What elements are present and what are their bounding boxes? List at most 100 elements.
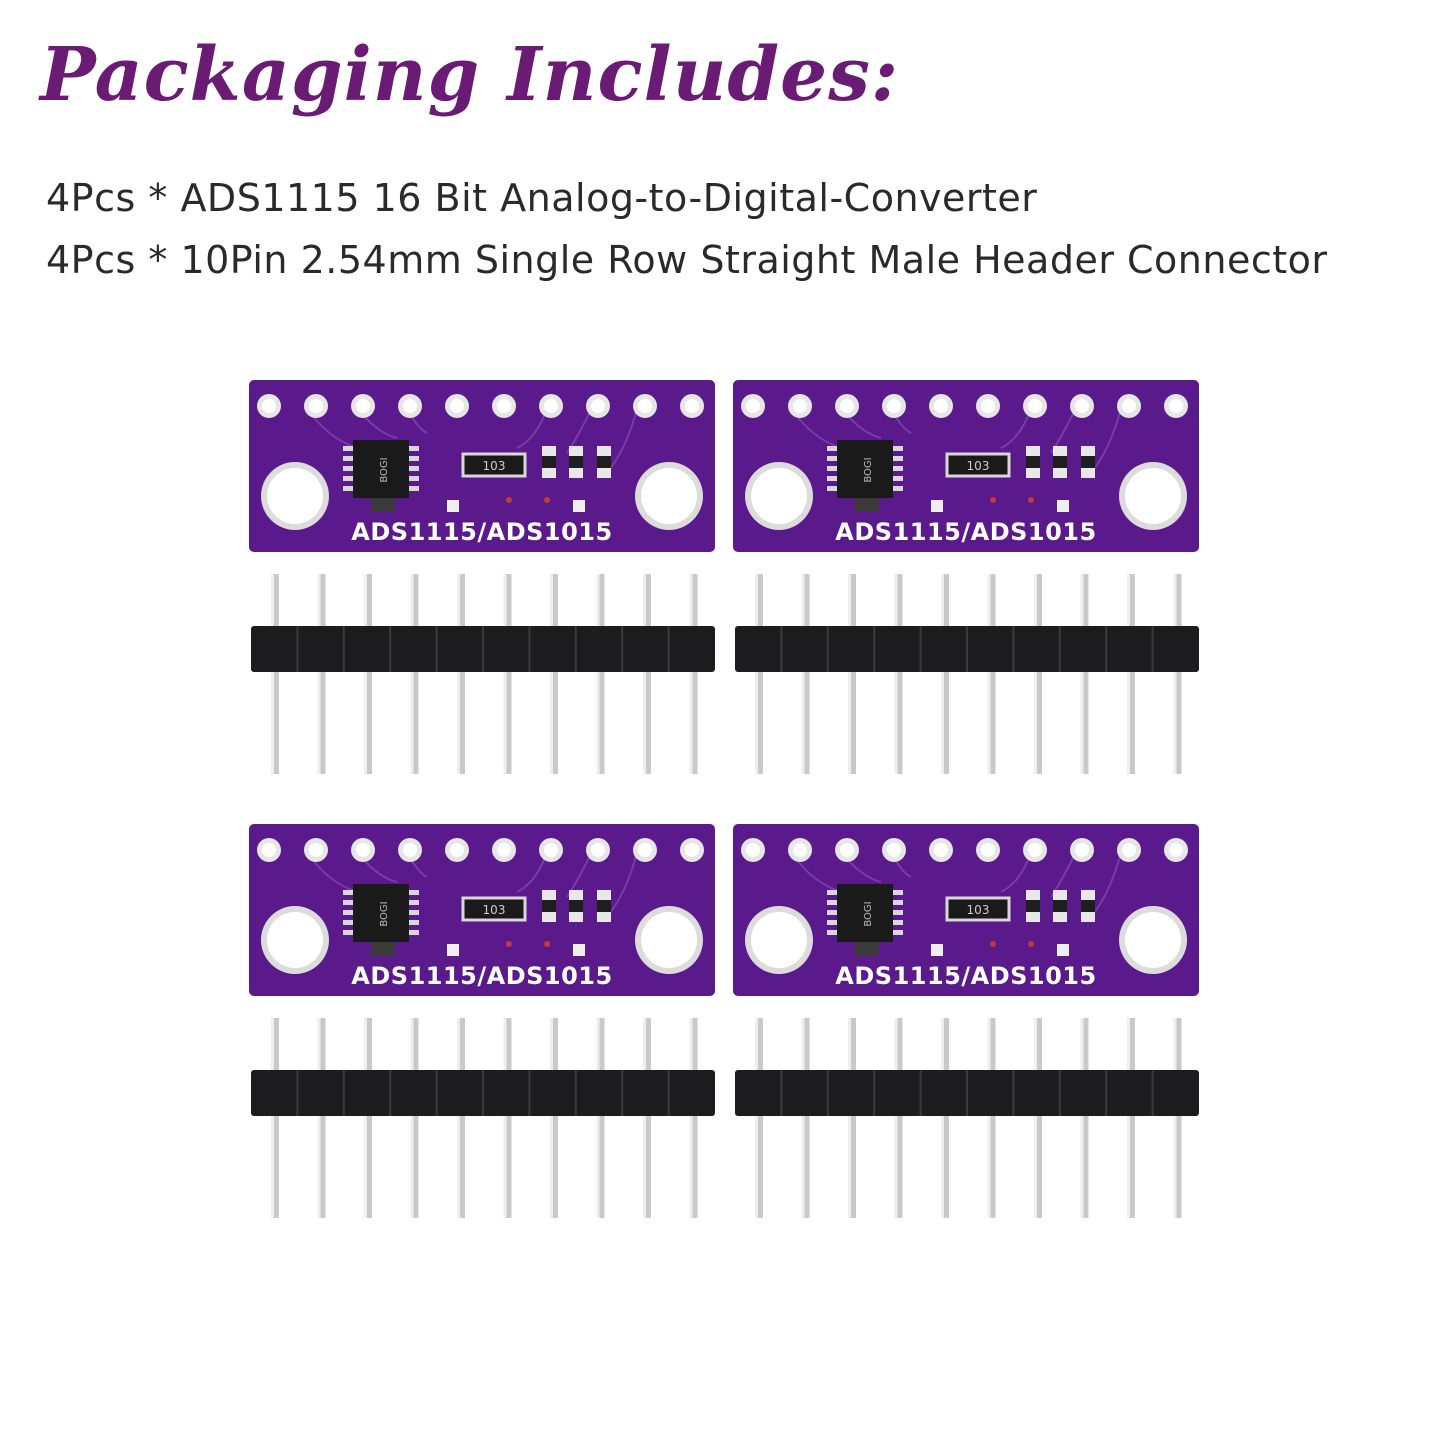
pin-highlight bbox=[643, 574, 646, 774]
pin-highlight bbox=[271, 574, 274, 774]
pin-highlight bbox=[503, 574, 507, 774]
header-pin bbox=[457, 1018, 465, 1218]
header-pin bbox=[894, 1018, 903, 1218]
ic-lead bbox=[407, 466, 419, 471]
ic-lead bbox=[891, 466, 903, 471]
pin-hole bbox=[591, 843, 605, 857]
header-pin bbox=[317, 574, 326, 774]
via bbox=[1028, 497, 1034, 503]
pin-hole bbox=[638, 843, 652, 857]
header-pin bbox=[457, 574, 465, 774]
pin-highlight bbox=[987, 574, 991, 774]
pin-hole bbox=[356, 399, 370, 413]
ic-lead bbox=[891, 930, 903, 935]
pin-hole bbox=[591, 399, 605, 413]
pin-highlight bbox=[1034, 1018, 1037, 1218]
pin-highlight bbox=[503, 1018, 507, 1218]
pin-hole bbox=[1028, 843, 1042, 857]
ic-lead bbox=[891, 456, 903, 461]
capacitor bbox=[855, 942, 879, 956]
ic-marking: BOGI bbox=[379, 457, 390, 482]
pin-highlight bbox=[801, 1018, 805, 1218]
ic-lead bbox=[827, 446, 839, 451]
board-label: ADS1115/ADS1015 bbox=[835, 518, 1097, 546]
resistor-network bbox=[461, 896, 527, 922]
ic-lead bbox=[343, 456, 355, 461]
pin-highlight bbox=[457, 574, 460, 774]
pin-highlight bbox=[643, 1018, 646, 1218]
ic-lead bbox=[827, 466, 839, 471]
ic-lead bbox=[343, 900, 355, 905]
mounting-hole bbox=[267, 468, 323, 524]
pin-highlight bbox=[894, 1018, 898, 1218]
header-pin bbox=[364, 574, 372, 774]
ic-lead bbox=[343, 476, 355, 481]
pin-hole bbox=[887, 399, 901, 413]
header-pin bbox=[1173, 1018, 1182, 1218]
pin-hole bbox=[840, 399, 854, 413]
header-pin bbox=[941, 1018, 949, 1218]
package-item-header: 4Pcs * 10Pin 2.54mm Single Row Straight … bbox=[46, 238, 1328, 282]
package-item-adc: 4Pcs * ADS1115 16 Bit Analog-to-Digital-… bbox=[46, 176, 1038, 220]
ic-lead bbox=[407, 900, 419, 905]
pin-hole bbox=[793, 399, 807, 413]
ic-lead bbox=[891, 486, 903, 491]
ic-lead bbox=[343, 890, 355, 895]
header-pin bbox=[1127, 574, 1135, 774]
header-pin bbox=[1080, 1018, 1089, 1218]
pin-hole bbox=[685, 399, 699, 413]
pin-hole bbox=[685, 843, 699, 857]
pin-hole bbox=[356, 843, 370, 857]
pin-hole bbox=[309, 399, 323, 413]
header-pin bbox=[1034, 574, 1042, 774]
header-pin bbox=[410, 1018, 419, 1218]
pin-highlight bbox=[689, 574, 693, 774]
pin-highlight bbox=[1127, 1018, 1130, 1218]
mounting-hole bbox=[1125, 468, 1181, 524]
pin-highlight bbox=[755, 574, 758, 774]
smd-resistor-body bbox=[597, 456, 611, 468]
ic-lead bbox=[407, 476, 419, 481]
pin-highlight bbox=[848, 574, 851, 774]
test-pad bbox=[931, 500, 943, 512]
ic-lead bbox=[891, 920, 903, 925]
ic-lead bbox=[827, 900, 839, 905]
ic-lead bbox=[343, 920, 355, 925]
pin-highlight bbox=[755, 1018, 758, 1218]
board-label: ADS1115/ADS1015 bbox=[835, 962, 1097, 990]
test-pad bbox=[447, 500, 459, 512]
via bbox=[544, 497, 550, 503]
pin-hole bbox=[544, 843, 558, 857]
header-pin bbox=[596, 1018, 605, 1218]
header-pin bbox=[271, 1018, 279, 1218]
resistor-network bbox=[945, 452, 1011, 478]
ic-lead bbox=[407, 920, 419, 925]
pin-highlight bbox=[848, 1018, 851, 1218]
header-pin bbox=[801, 574, 810, 774]
smd-resistor-body bbox=[597, 900, 611, 912]
ic-lead bbox=[891, 890, 903, 895]
pin-highlight bbox=[364, 1018, 367, 1218]
ic-lead bbox=[407, 456, 419, 461]
smd-resistor-body bbox=[1026, 456, 1040, 468]
via bbox=[990, 941, 996, 947]
smd-resistor-body bbox=[569, 456, 583, 468]
header-pin bbox=[596, 574, 605, 774]
pin-hole bbox=[544, 399, 558, 413]
mounting-hole bbox=[267, 912, 323, 968]
pin-hole bbox=[1122, 843, 1136, 857]
header-pin bbox=[643, 1018, 651, 1218]
ic-marking: BOGI bbox=[863, 901, 874, 926]
mounting-hole bbox=[641, 468, 697, 524]
pin-highlight bbox=[596, 1018, 600, 1218]
smd-resistor-body bbox=[1081, 456, 1095, 468]
pin-highlight bbox=[1173, 574, 1177, 774]
smd-resistor-body bbox=[1053, 900, 1067, 912]
smd-resistor-body bbox=[1081, 900, 1095, 912]
ic-chip bbox=[353, 440, 409, 498]
pin-highlight bbox=[596, 574, 600, 774]
pin-highlight bbox=[364, 574, 367, 774]
